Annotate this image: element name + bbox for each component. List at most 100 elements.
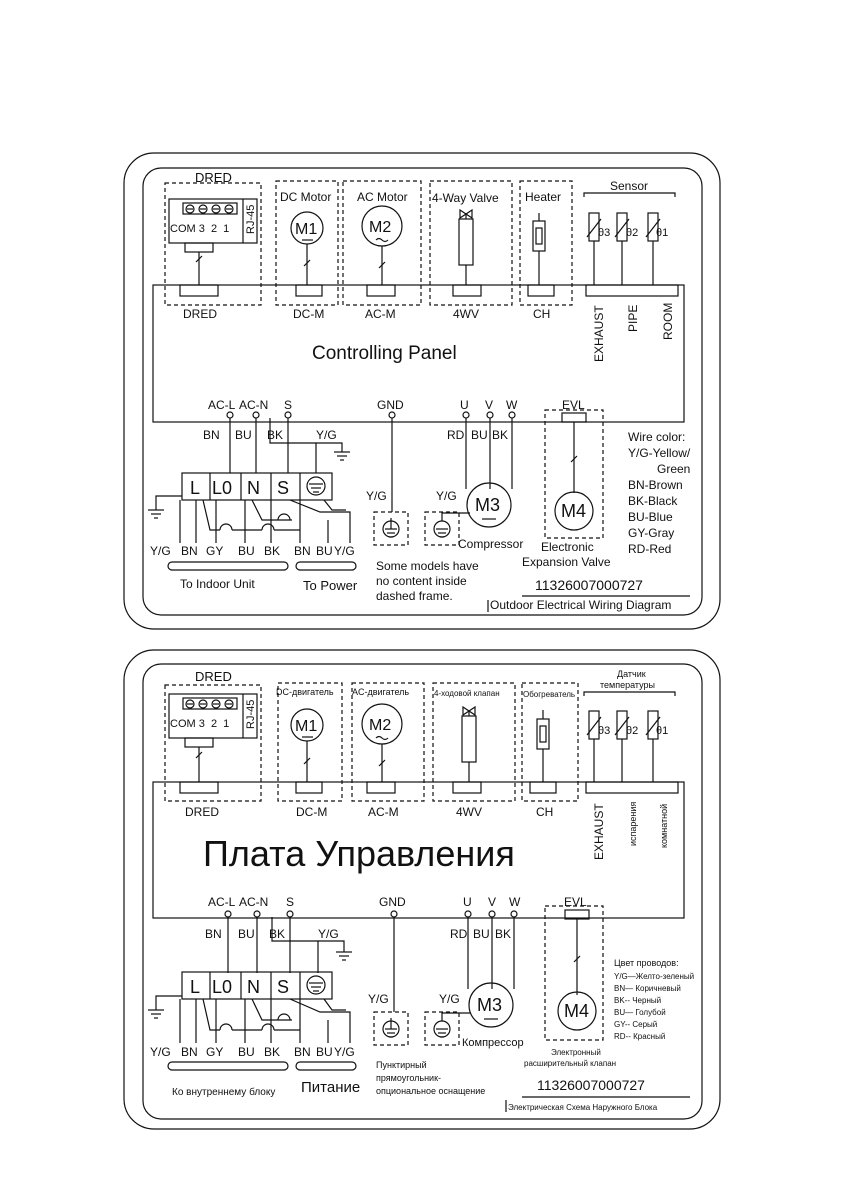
note-line-2: no content inside — [376, 574, 467, 588]
gnd-yg-label: Y/G — [368, 992, 389, 1006]
module-frames — [164, 180, 604, 546]
sensor-connector-exhaust: EXHAUST — [592, 305, 606, 362]
svg-text:GY-Gray: GY-Gray — [628, 526, 674, 540]
wire-bn: BN — [203, 428, 220, 442]
wire-bk: BK — [267, 428, 283, 442]
sensor-title-2: температуры — [600, 680, 655, 690]
note-line-3: dashed frame. — [376, 589, 453, 603]
dred-title: DRED — [195, 170, 232, 185]
outer-frame — [123, 152, 721, 630]
svg-text:Green: Green — [657, 462, 690, 476]
theta3-label: θ3 — [598, 227, 610, 239]
block-s: S — [277, 977, 289, 997]
evl-m4-icon — [554, 491, 594, 531]
wire-yg-top: Y/G — [316, 428, 337, 442]
dc-motor-title: DC-двигатель — [276, 687, 334, 697]
connector-dred: DRED — [185, 805, 219, 819]
drawing-code: 11326007000727 — [535, 577, 643, 593]
terminal-u: U — [463, 895, 472, 909]
bottom-wire-7: BU — [316, 1045, 333, 1059]
terminal-acl: AC-L — [208, 398, 236, 412]
bottom-wire-5: BK — [264, 544, 280, 558]
bottom-wire-4: BU — [238, 1045, 255, 1059]
evl-label-2: Expansion Valve — [522, 555, 611, 569]
sensor-connector-evap: испарения — [628, 802, 638, 846]
controlling-panel — [152, 284, 685, 423]
controlling-panel — [152, 781, 685, 919]
outer-frame — [123, 649, 721, 1130]
gnd-yg-label: Y/G — [366, 489, 387, 503]
svg-text:BU-Blue: BU-Blue — [628, 510, 673, 524]
evl-symbol: M4 — [561, 501, 586, 521]
rj45-label: RJ-45 — [245, 700, 257, 729]
svg-text:BK-Black: BK-Black — [628, 494, 678, 508]
wire-bu: BU — [238, 927, 255, 941]
terminal-v: V — [488, 895, 496, 909]
bottom-wire-2: BN — [181, 544, 198, 558]
svg-text:BK-- Черный: BK-- Черный — [614, 996, 661, 1005]
english-wiring-diagram: DRED RJ-45 COM 3 2 1 DC Motor M1 AC Moto… — [123, 152, 721, 630]
connector-dred: DRED — [183, 307, 217, 321]
block-wires — [148, 995, 351, 1043]
power-terminal-block — [181, 971, 333, 1000]
wire-bn: BN — [205, 927, 222, 941]
svg-text:BN— Коричневый: BN— Коричневый — [614, 984, 681, 993]
bottom-wire-1: Y/G — [150, 544, 171, 558]
rj45-label: RJ-45 — [245, 205, 257, 234]
bottom-wire-6: BN — [294, 1045, 311, 1059]
svg-text:Y/G-Yellow/: Y/G-Yellow/ — [628, 446, 691, 460]
connector-ch: CH — [536, 805, 553, 819]
to-indoor-unit: To Indoor Unit — [180, 577, 255, 591]
inner-frame — [142, 167, 703, 616]
bottom-wire-8: Y/G — [334, 544, 355, 558]
note-line-1: Some models have — [376, 559, 479, 573]
terminal-s: S — [286, 895, 294, 909]
wire-comp-bu: BU — [473, 927, 490, 941]
bottom-wire-1: Y/G — [150, 1045, 171, 1059]
svg-text:Wire color:: Wire color: — [628, 430, 685, 444]
wire-color-legend: Цвет проводов: Y/G—Желто-зеленый BN— Кор… — [614, 958, 694, 1041]
footer-title: Outdoor Electrical Wiring Diagram — [490, 598, 671, 612]
svg-text:RD-- Красный: RD-- Красный — [614, 1032, 665, 1041]
evl-label-1: Electronic — [541, 540, 594, 554]
bottom-wire-5: BK — [264, 1045, 280, 1059]
bottom-wire-6: BN — [294, 544, 311, 558]
evl-symbol: M4 — [564, 1001, 589, 1021]
connector-4wv: 4WV — [453, 307, 479, 321]
connector-acm: AC-M — [368, 805, 399, 819]
ground-icons — [382, 1012, 471, 1038]
terminal-w: W — [509, 895, 521, 909]
block-l: L — [190, 977, 200, 997]
heater-title: Heater — [525, 190, 561, 204]
heater-icon — [536, 718, 550, 750]
bottom-wire-2: BN — [181, 1045, 198, 1059]
sensor-connector-pipe: PIPE — [626, 305, 640, 332]
dred-pins: COM 3 2 1 — [170, 223, 229, 235]
svg-text:BN-Brown: BN-Brown — [628, 478, 683, 492]
note-line-2: прямоугольник- — [376, 1073, 441, 1083]
note-line-3: опциональное оснащение — [376, 1086, 485, 1096]
panel-wires — [227, 917, 581, 1012]
svg-text:Y/G—Желто-зеленый: Y/G—Желто-зеленый — [614, 972, 694, 981]
to-indoor-unit: Ко внутреннему блоку — [172, 1086, 275, 1098]
dred-screws — [185, 204, 234, 214]
connector-4wv: 4WV — [456, 805, 482, 819]
four-way-valve-icon — [459, 208, 473, 220]
comp-yg-label: Y/G — [439, 992, 460, 1006]
ac-motor-title: AC-двигатель — [352, 687, 409, 697]
drawing-code: 11326007000727 — [537, 1077, 645, 1093]
svg-text:GY-- Серый: GY-- Серый — [614, 1020, 657, 1029]
theta2-label: θ2 — [626, 227, 638, 239]
compressor-symbol: M3 — [477, 995, 502, 1015]
panel-connectors — [179, 781, 679, 794]
block-wires — [148, 495, 351, 543]
inner-frame — [142, 663, 703, 1120]
dc-motor-title: DC Motor — [280, 190, 331, 204]
module-frames — [164, 682, 604, 1046]
terminal-gnd: GND — [377, 398, 404, 412]
ac-motor-symbol: M2 — [369, 717, 391, 734]
svg-text:Цвет проводов:: Цвет проводов: — [614, 958, 679, 968]
ac-motor-symbol: M2 — [369, 219, 391, 236]
earth-icon — [334, 451, 350, 461]
